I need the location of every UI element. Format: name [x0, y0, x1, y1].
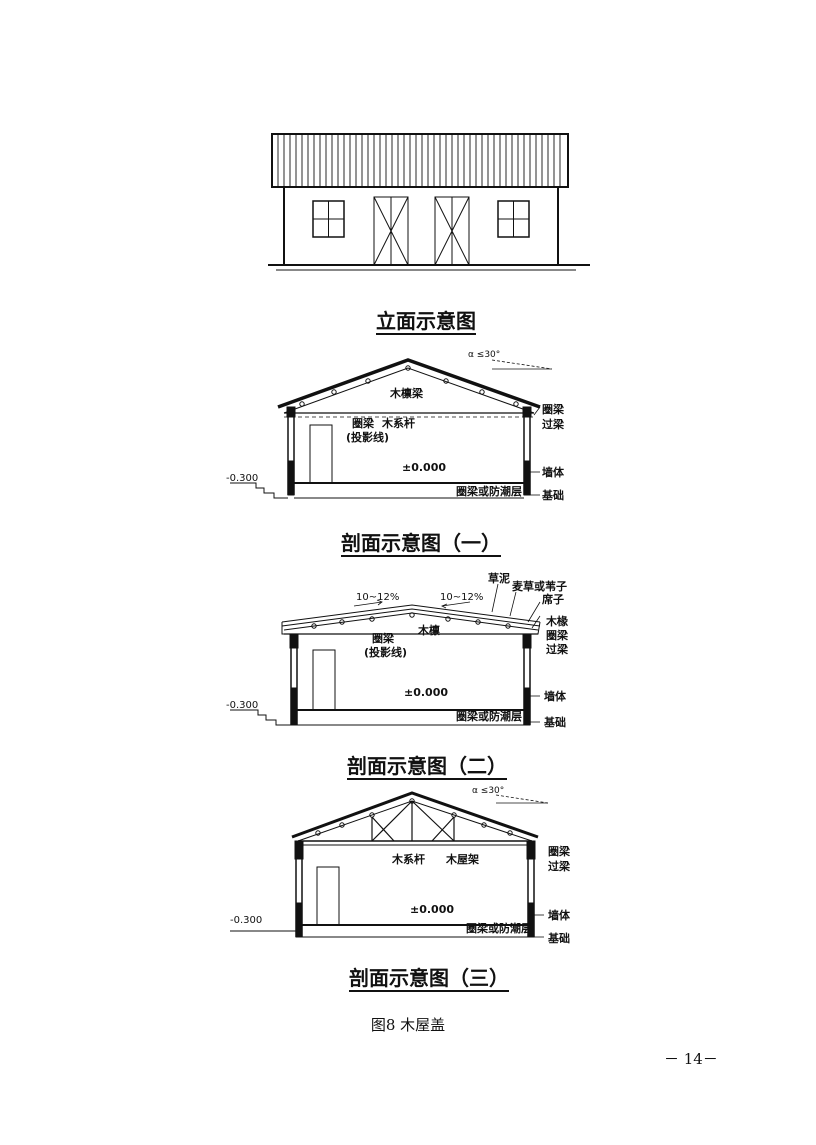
section-2-title: 剖面示意图（二） — [347, 754, 507, 778]
s2-wall-label: 墙体 — [544, 689, 567, 703]
section-1-drawing: α ≤30° 木檩梁 圈梁 (投影线) 木系杆 圈梁 过梁 ±0.000 -0.… — [226, 350, 565, 502]
s3-floor-level-label: ±0.000 — [410, 903, 454, 916]
s1-tie-rod-label: 木系杆 — [381, 416, 415, 430]
roof-hatching — [277, 134, 561, 187]
s1-ground-level-label: -0.300 — [226, 473, 258, 484]
s1-ridge-beam-label: 木檩梁 — [389, 386, 424, 400]
s3-tie-rod-label: 木系杆 — [391, 852, 425, 866]
s2-purlin-label: 木檩 — [417, 623, 440, 637]
s2-slope-right-label: 10~12% — [440, 592, 483, 603]
s2-damp-layer-label: 圈梁或防潮层 — [456, 709, 522, 723]
s2-reed-label: 麦草或苇子 — [512, 579, 567, 593]
s2-ring-beam-right-label: 圈梁 — [546, 628, 569, 642]
s1-damp-layer-label: 圈梁或防潮层 — [456, 484, 522, 498]
s1-slope-label: α ≤30° — [468, 350, 500, 360]
s1-lintel-label: 过梁 — [542, 417, 565, 431]
elevation-roof — [271, 133, 569, 188]
s3-slope-label: α ≤30° — [472, 786, 504, 796]
page-number: － 14－ — [664, 1050, 718, 1068]
elevation-door-left — [373, 196, 409, 266]
s2-floor-level-label: ±0.000 — [404, 686, 448, 699]
s2-projection-label: (投影线) — [364, 645, 407, 659]
s3-damp-layer-label: 圈梁或防潮层 — [466, 921, 532, 935]
s2-rafter-label: 木椽 — [545, 614, 569, 628]
section-2-drawing: 草泥 麦草或苇子 席子 木椽 圈梁 过梁 10~12% 10~12% 木檩 圈梁… — [226, 571, 569, 729]
s3-wall-label: 墙体 — [548, 908, 571, 922]
s2-mud-label: 草泥 — [488, 571, 510, 585]
s1-floor-level-label: ±0.000 — [402, 461, 446, 474]
elevation-title: 立面示意图 — [376, 309, 476, 333]
s2-mat-label: 席子 — [542, 592, 564, 606]
s3-ring-beam-right-label: 圈梁 — [548, 844, 571, 858]
s2-slope-left-label: 10~12% — [356, 592, 399, 603]
s3-ground-level-label: -0.300 — [230, 915, 262, 926]
s1-projection-label: (投影线) — [346, 430, 389, 444]
figure-caption: 图8 木屋盖 — [370, 1016, 446, 1034]
elevation-door-right — [434, 196, 470, 266]
s3-foundation-label: 基础 — [547, 931, 570, 945]
s1-wall-label: 墙体 — [542, 465, 565, 479]
s2-foundation-label: 基础 — [543, 715, 566, 729]
s3-truss-label: 木屋架 — [445, 852, 479, 866]
section-3-drawing: α ≤30° 木系杆 木屋架 圈梁 过梁 ±0.000 -0.300 墙体 圈梁… — [230, 786, 571, 945]
s3-lintel-label: 过梁 — [548, 859, 571, 873]
s2-ring-beam-label: 圈梁 — [372, 631, 395, 645]
s1-foundation-label: 基础 — [541, 488, 564, 502]
section-3-title: 剖面示意图（三） — [349, 966, 509, 990]
s1-ring-beam-right-label: 圈梁 — [542, 402, 565, 416]
s2-ground-level-label: -0.300 — [226, 700, 258, 711]
s1-ring-beam-label: 圈梁 — [352, 416, 375, 430]
s2-lintel-label: 过梁 — [546, 642, 569, 656]
elevation-drawing — [268, 133, 590, 271]
section-1-title: 剖面示意图（一） — [341, 531, 501, 555]
